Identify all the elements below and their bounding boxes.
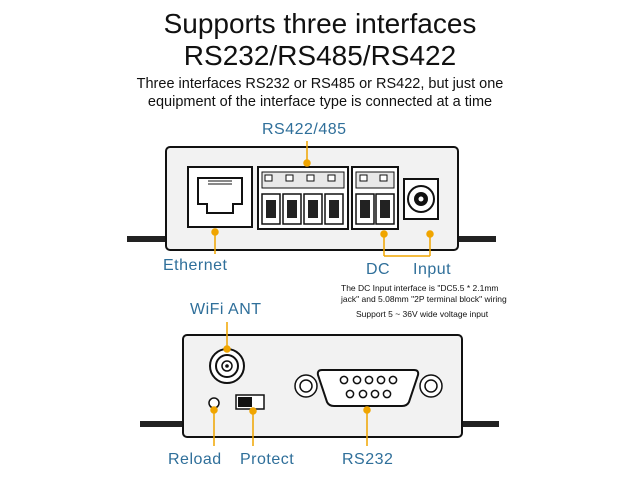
rs232-db9-connector-icon <box>294 369 443 407</box>
dc-note-line-2: jack" and 5.08mm "2P terminal block" wir… <box>341 294 507 304</box>
dc-note-line-1: The DC Input interface is "DC5.5 * 2.1mm <box>341 283 499 293</box>
reload-label: Reload <box>168 451 222 468</box>
top-left-rail <box>127 236 171 242</box>
subtitle-line-1: Three interfaces RS232 or RS485 or RS422… <box>136 76 504 92</box>
bottom-right-rail <box>457 421 499 427</box>
voltage-note: Support 5 ~ 36V wide voltage input <box>356 309 489 319</box>
dc-jack-icon <box>403 178 439 220</box>
subtitle-line-2: equipment of the interface type is conne… <box>147 94 493 110</box>
rs422-485-terminal-block-icon <box>257 166 349 230</box>
wifi-antenna-connector-icon <box>209 348 245 384</box>
top-device <box>127 141 496 257</box>
top-right-rail <box>453 236 496 242</box>
ethernet-label: Ethernet <box>163 257 228 274</box>
bottom-left-rail <box>140 421 184 427</box>
dc-terminal-block-icon <box>351 166 399 230</box>
dc-label: DC <box>366 261 391 278</box>
rs422-485-label: RS422/485 <box>262 121 347 138</box>
top-callouts <box>211 141 434 257</box>
title-line-2: RS232/RS485/RS422 <box>183 40 457 71</box>
ethernet-port-icon <box>187 166 253 228</box>
protect-switch-icon <box>235 394 265 410</box>
bottom-callouts <box>210 322 371 446</box>
rs232-label: RS232 <box>342 451 394 468</box>
wifi-ant-label: WiFi ANT <box>190 301 262 318</box>
protect-label: Protect <box>240 451 295 468</box>
title-line-1: Supports three interfaces <box>163 8 477 39</box>
bottom-device <box>140 322 499 446</box>
input-label: Input <box>413 261 452 278</box>
